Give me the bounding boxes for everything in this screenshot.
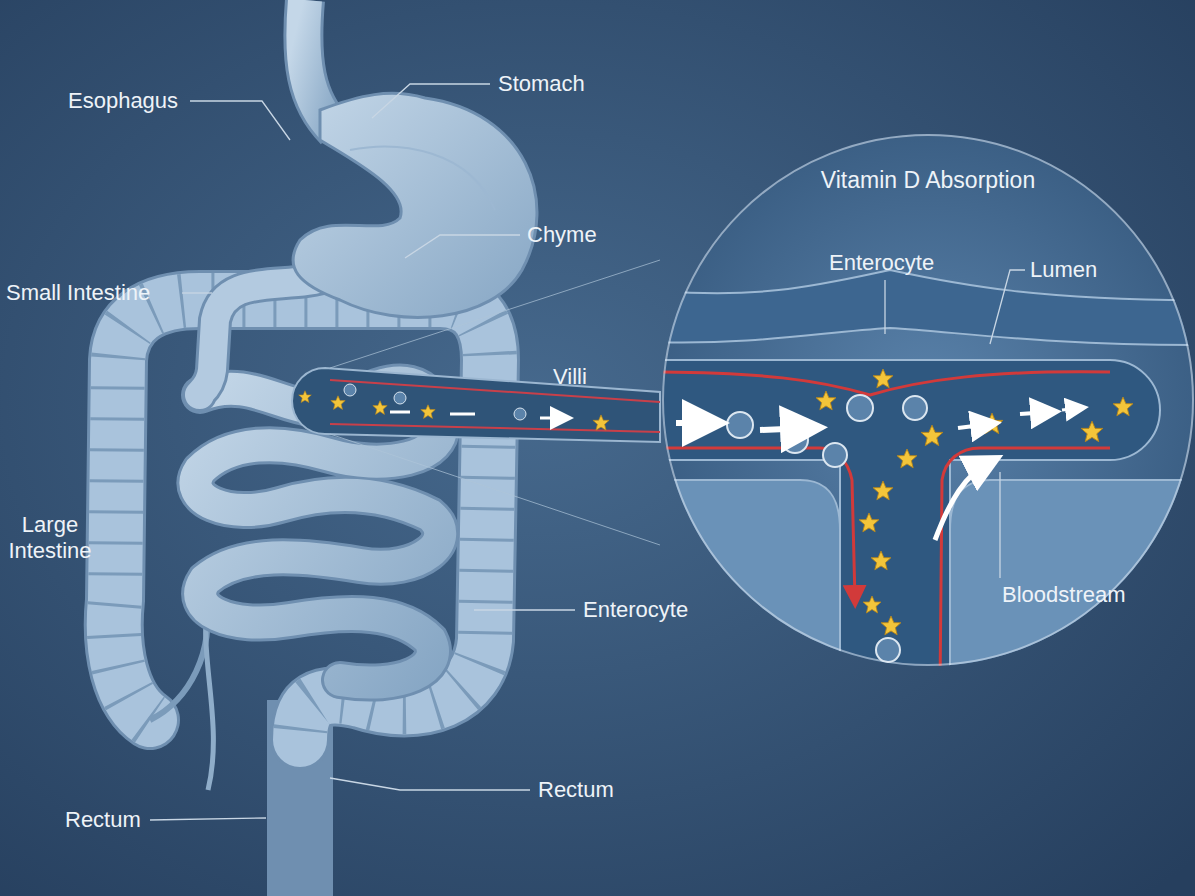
illustration-part: [999, 472, 1000, 578]
part-label: Lumen: [1030, 257, 1097, 283]
illustration-part: [293, 93, 537, 317]
illustration-part: [935, 462, 990, 540]
part-label: Chyme: [527, 222, 597, 248]
illustration-part: [871, 551, 891, 570]
illustration-part: [921, 425, 943, 445]
illustration-part: [950, 480, 1195, 700]
illustration-part: [881, 616, 901, 635]
illustration-part: [816, 391, 836, 410]
part-label: Small Intestine: [6, 280, 150, 306]
illustration-part: [182, 292, 212, 293]
illustration-part: [897, 449, 917, 468]
illustration-part: [150, 84, 1025, 820]
illustration-part: [421, 405, 435, 419]
illustration-part: [990, 270, 1025, 344]
illustration-part: [350, 147, 495, 210]
illustration-part: [390, 412, 565, 418]
illustration-part: [150, 818, 266, 820]
part-label: Enterocyte: [829, 250, 934, 276]
illustration-part: [373, 401, 387, 415]
illustration-part: [760, 428, 810, 430]
illustration-part: [474, 609, 575, 610]
part-label: Villi: [553, 364, 587, 390]
illustration-part: [514, 408, 526, 420]
illustration-part: [676, 420, 712, 426]
part-label: Bloodstream: [1002, 582, 1126, 608]
illustration-part: [847, 395, 873, 421]
illustration-part: [593, 415, 609, 430]
illustration-part: [114, 300, 490, 740]
illustration-part: [299, 391, 312, 403]
illustration-part: [903, 396, 927, 420]
illustration-part: [331, 396, 345, 410]
part-label: Stomach: [498, 71, 585, 97]
illustration-part: [727, 412, 753, 438]
illustration-part: [958, 424, 990, 428]
illustration-part: [650, 448, 855, 600]
illustration-part: [650, 480, 840, 700]
illustration-part: [372, 84, 490, 118]
illustration-part: [330, 778, 530, 790]
illustration-part: [650, 270, 1195, 345]
illustration-part: [876, 638, 900, 662]
illustration-part: [650, 360, 1160, 700]
illustration-part: [650, 130, 1195, 700]
part-label: Enterocyte: [583, 597, 688, 623]
illustration-part: [394, 392, 406, 404]
illustration-part: [1113, 397, 1133, 416]
part-label: Esophagus: [68, 88, 178, 114]
illustration-part: [873, 481, 893, 500]
part-label: Rectum: [65, 807, 141, 833]
illustration-part: [873, 369, 893, 388]
illustration-part: [1062, 408, 1080, 410]
illustration-part: [1020, 412, 1050, 414]
illustration-part: [114, 300, 490, 740]
illustration-part: [330, 260, 660, 545]
illustration-part: [823, 443, 847, 467]
part-label: Rectum: [538, 777, 614, 803]
inset-title: Vitamin D Absorption: [664, 166, 1192, 194]
illustration-part: [863, 596, 881, 613]
illustration-part: [190, 101, 290, 140]
illustration-part: [405, 235, 520, 258]
illustration-part: [292, 368, 660, 442]
part-label: Large Intestine: [3, 512, 97, 564]
illustration-part: [344, 384, 356, 396]
illustration-part: [884, 280, 885, 334]
illustration-part: [330, 380, 660, 432]
illustration-part: [1081, 421, 1103, 441]
illustration-part: [859, 513, 879, 532]
illustration-part: [114, 300, 490, 740]
